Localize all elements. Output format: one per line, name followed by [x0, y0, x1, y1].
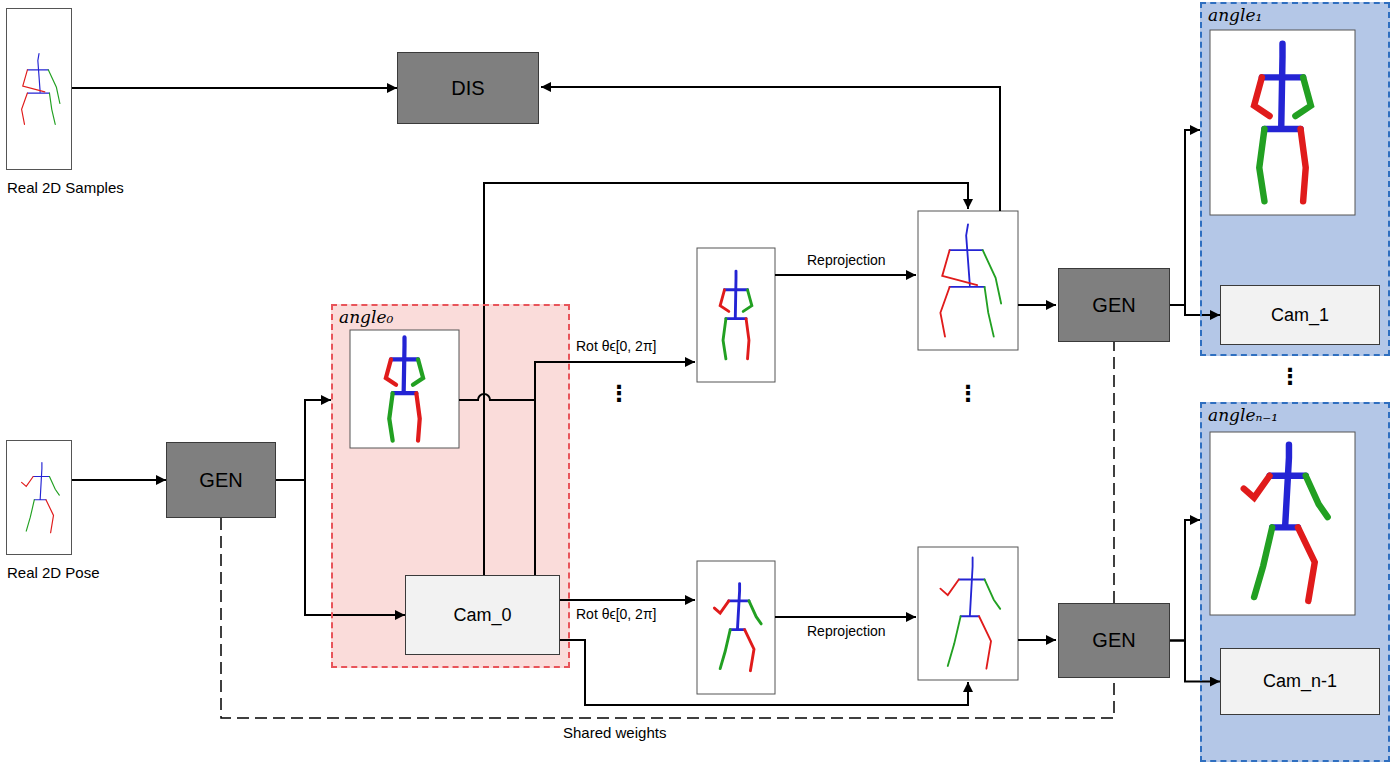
region-fill: [1200, 402, 1390, 762]
region-heading: angleₙ₋₁: [1208, 405, 1278, 425]
flow-arrow: [276, 480, 405, 615]
box-label: GEN: [1092, 294, 1135, 317]
image-frame: [1210, 432, 1355, 615]
image-caption: Real 2D Samples: [7, 179, 124, 196]
reprojection-label: Reprojection: [807, 252, 886, 270]
image-frame: [697, 561, 775, 694]
image-frame: [350, 330, 459, 448]
network-box: GEN: [1058, 268, 1170, 342]
pose-skeleton: [714, 584, 761, 671]
generator-input-arrow: [1018, 304, 1056, 306]
rotation-arrow: [535, 400, 695, 600]
rotation-label: Rot θϵ[0, 2π]: [576, 606, 656, 624]
box-label: Cam_0: [453, 605, 511, 626]
image-frame: [697, 248, 775, 382]
output-view-region: angleₙ₋₁ Cam_n-1: [1200, 402, 1390, 762]
flow-arrow: [72, 479, 166, 481]
image-frame: [918, 547, 1018, 680]
box-label: GEN: [199, 469, 242, 492]
flow-arrow: [1170, 305, 1220, 315]
flow-arrow: [1170, 641, 1220, 682]
box-label: Cam_n-1: [1263, 671, 1337, 692]
ellipsis-mark: ⋮: [1279, 366, 1301, 388]
image-frame: [918, 211, 1018, 350]
network-box: DIS: [397, 52, 539, 124]
pose-skeleton: [940, 557, 1000, 668]
camera-box: Cam_0: [405, 575, 560, 655]
shared-weights-line: [221, 518, 1114, 718]
pose-skeleton: [1254, 44, 1311, 201]
rotation-label: Rot θϵ[0, 2π]: [576, 338, 656, 356]
box-label: Cam_1: [1271, 305, 1329, 326]
region-heading: angle₁: [1208, 5, 1262, 25]
region-heading: angle₀: [339, 307, 393, 327]
camera-arrow: [560, 640, 968, 705]
reprojection-arrow: [775, 274, 916, 276]
pose-skeleton: [22, 463, 60, 533]
pose-skeleton: [940, 224, 1001, 336]
shared-weights-line: [1113, 342, 1115, 603]
ellipsis-mark: ⋮: [608, 383, 630, 405]
flow-arrow: [72, 87, 397, 89]
generator-input-arrow: [1018, 639, 1056, 641]
ellipsis-mark: ⋮: [957, 383, 979, 405]
reprojection-label: Reprojection: [807, 623, 886, 641]
flow-arrow: [1170, 520, 1200, 641]
pose-skeleton: [22, 54, 60, 125]
pose-image-frame: Real 2D Pose: [6, 440, 72, 555]
image-caption: Real 2D Pose: [7, 564, 100, 581]
network-box: GEN: [1058, 603, 1170, 678]
box-label: DIS: [451, 77, 484, 100]
pose-skeleton: [1244, 445, 1328, 601]
flow-arrow: [1170, 130, 1200, 305]
region-fill: [1200, 2, 1390, 356]
image-frame: [1210, 30, 1355, 215]
box-label: GEN: [1092, 629, 1135, 652]
initial-view-region: angle₀ Cam_0: [331, 304, 570, 668]
camera-box: Cam_n-1: [1220, 648, 1380, 715]
network-box: GEN: [166, 442, 276, 518]
rotation-line: [459, 394, 535, 400]
camera-box: Cam_1: [1220, 285, 1380, 345]
pose-skeleton: [386, 337, 423, 440]
output-view-region: angle₁ Cam_1: [1200, 2, 1390, 356]
camera-arrow: [484, 183, 968, 575]
pose-image-frame: Real 2D Samples: [6, 8, 72, 170]
pose-skeleton: [720, 271, 752, 359]
reprojection-arrow: [775, 616, 916, 618]
flow-arrow: [276, 400, 331, 480]
shared-weights-label: Shared weights: [563, 724, 666, 741]
discriminator-arrow: [541, 87, 1000, 211]
